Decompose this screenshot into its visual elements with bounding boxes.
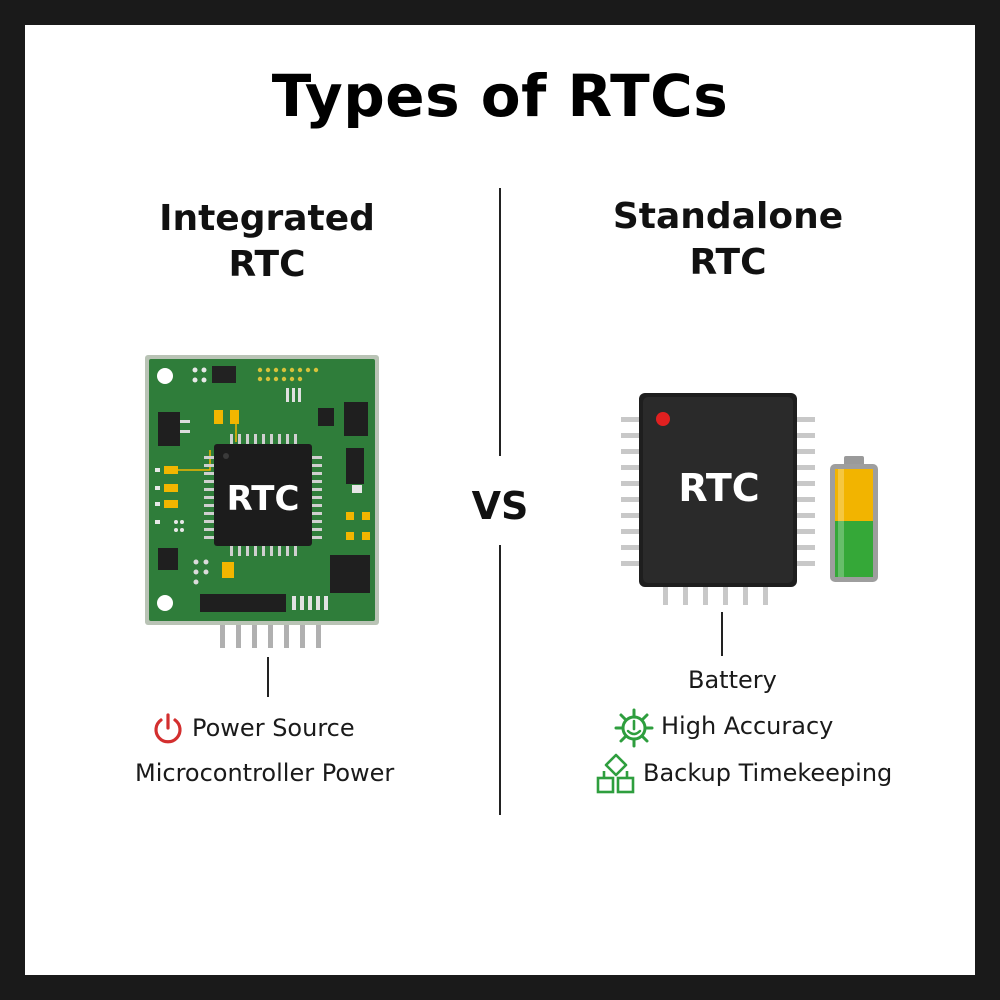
vs-label: VS	[471, 484, 529, 528]
integrated-heading-line1: Integrated	[159, 198, 375, 239]
divider-top	[499, 188, 501, 456]
backup-blocks-icon	[596, 753, 635, 794]
chip-pins	[621, 417, 815, 605]
power-source-label: Power Source	[192, 714, 355, 742]
integrated-chip-label: RTC	[227, 479, 300, 519]
standalone-heading-line2: RTC	[689, 242, 767, 283]
integrated-rtc-board: RTC	[145, 355, 379, 648]
standalone-heading-line1: Standalone	[612, 196, 844, 237]
divider-bottom	[499, 545, 501, 815]
accuracy-gear-icon	[614, 708, 654, 748]
integrated-connector-line	[267, 657, 269, 697]
standalone-rtc-heading: Standalone RTC	[568, 194, 888, 286]
high-accuracy-label: High Accuracy	[661, 712, 834, 740]
battery-icon	[830, 456, 878, 582]
integrated-rtc-heading: Integrated RTC	[107, 196, 427, 288]
board-header-pins	[220, 622, 321, 648]
page-title: Types of RTCs	[271, 62, 729, 130]
microcontroller-power-label: Microcontroller Power	[135, 759, 395, 787]
backup-timekeeping-label: Backup Timekeeping	[643, 759, 893, 787]
battery-label: Battery	[688, 666, 777, 694]
standalone-connector-line	[721, 612, 723, 656]
standalone-rtc-chip: RTC	[621, 393, 815, 605]
power-icon	[154, 713, 182, 744]
standalone-chip-label: RTC	[678, 466, 759, 510]
integrated-heading-line2: RTC	[228, 244, 306, 285]
